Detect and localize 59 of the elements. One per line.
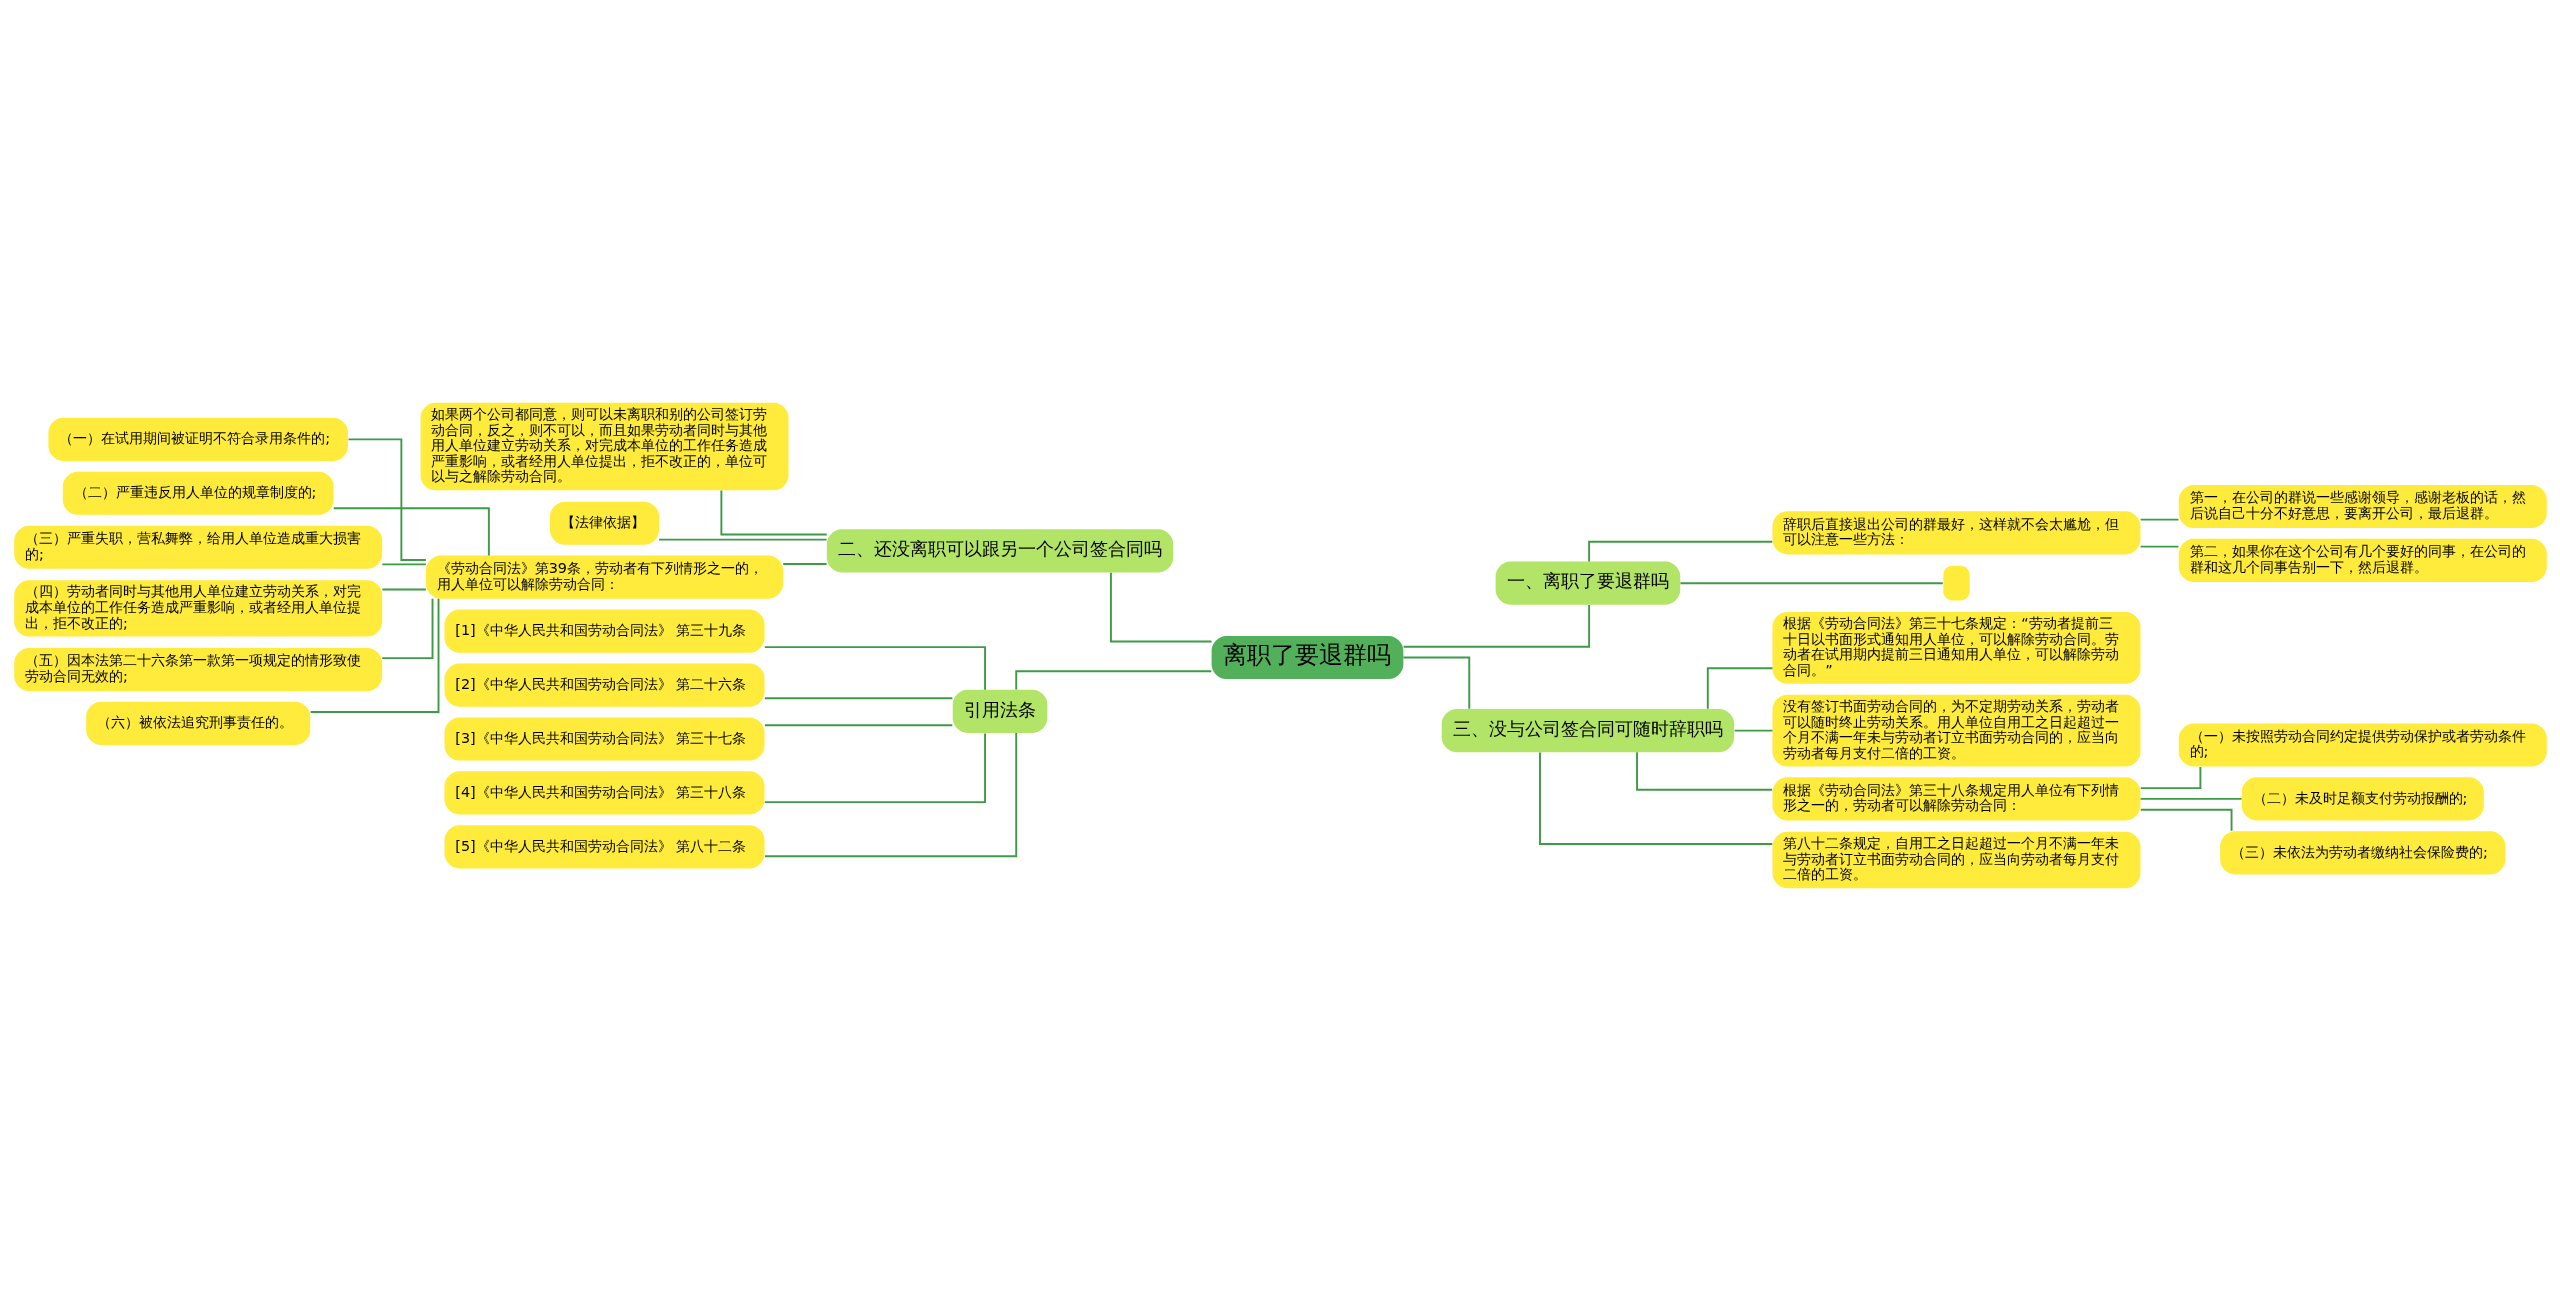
connector xyxy=(2139,518,2179,521)
connector xyxy=(332,506,490,556)
connector xyxy=(1402,656,1470,710)
connector xyxy=(380,588,427,590)
node-box: 引用法条 xyxy=(952,689,1047,733)
node-box: （三）严重失职，营私舞弊，给用人单位造成重大损害的; xyxy=(13,525,382,569)
node-box: 第二，如果你在这个公司有几个要好的同事，在公司的群和这几个同事告别一下，然后退群。 xyxy=(2178,538,2547,582)
node-box: [1]《中华人民共和国劳动合同法》 第三十九条 xyxy=(444,609,765,653)
node-box: 如果两个公司都同意，则可以未离职和别的公司签订劳动合同，反之，则不可以，而且如果劳动者同时与其他用人单位建立劳动关系，对完成本单位的工作任务造成严重影响，或者经用人单位提出，拒不改正的，单位可以与之解除劳动合同。 xyxy=(420,402,788,490)
connector xyxy=(380,562,427,565)
connector xyxy=(763,696,953,699)
connector xyxy=(1635,750,1773,791)
connector xyxy=(2139,797,2242,800)
connector xyxy=(309,597,439,713)
node-box: [4]《中华人民共和国劳动合同法》 第三十八条 xyxy=(444,770,765,814)
connector xyxy=(763,723,953,726)
connector xyxy=(763,731,986,803)
connector xyxy=(781,562,828,565)
connector xyxy=(1109,571,1212,642)
node-box: 根据《劳动合同法》第三十七条规定：“劳动者提前三十日以书面形式通知用人单位，可以解除劳动合同。劳动者在试用期内提前三日通知用人单位，可以解除劳动合同。” xyxy=(1772,611,2140,684)
connector xyxy=(1014,669,1212,690)
connector xyxy=(2139,545,2179,548)
node-box: （二）严重违反用人单位的规章制度的; xyxy=(62,471,334,515)
connector xyxy=(380,597,433,659)
node-box: [3]《中华人民共和国劳动合同法》 第三十七条 xyxy=(444,716,765,761)
node-box: 【法律依据】 xyxy=(549,501,659,545)
node-box: （一）未按照劳动合同约定提供劳动保护或者劳动条件的; xyxy=(2178,722,2547,767)
node-box: 《劳动合同法》第39条，劳动者有下列情形之一的，用人单位可以解除劳动合同： xyxy=(425,555,783,599)
node-box: （六）被依法追究刑事责任的。 xyxy=(85,701,310,745)
connector xyxy=(719,489,828,535)
node-box: 二、还没离职可以跟另一个公司签合同吗 xyxy=(826,528,1173,572)
connector xyxy=(657,538,828,541)
connector xyxy=(763,731,1017,857)
connector xyxy=(1402,603,1590,648)
connector xyxy=(347,437,427,561)
connector xyxy=(1706,666,1773,710)
node-box: 第八十二条规定，自用工之日起超过一个月不满一年未与劳动者订立书面劳动合同的，应当向劳动者每月支付二倍的工资。 xyxy=(1772,831,2140,888)
node-box: （五）因本法第二十六条第一款第一项规定的情形致使劳动合同无效的; xyxy=(13,647,382,691)
node-box: 离职了要退群吗 xyxy=(1211,635,1403,679)
connector xyxy=(1587,540,1773,562)
node-box: [2]《中华人民共和国劳动合同法》 第二十六条 xyxy=(444,663,765,707)
connector xyxy=(763,645,986,691)
connector xyxy=(1679,581,1944,584)
node-box: [5]《中华人民共和国劳动合同法》 第八十二条 xyxy=(444,824,765,868)
node-box: 一、离职了要退群吗 xyxy=(1495,561,1680,605)
node-box: 没有签订书面劳动合同的，为不定期劳动关系，劳动者可以随时终止劳动关系。用人单位自用工之日起超过一个月不满一年未与劳动者订立书面劳动合同的，应当向劳动者每月支付二倍的工资。 xyxy=(1772,694,2140,767)
node-box xyxy=(1942,565,1970,601)
node-box: （一）在试用期间被证明不符合录用条件的; xyxy=(47,417,348,461)
connector xyxy=(1733,729,1773,732)
node-box: （二）未及时足额支付劳动报酬的; xyxy=(2241,776,2484,820)
node-box: （三）未依法为劳动者缴纳社会保险费的; xyxy=(2219,830,2505,874)
connector xyxy=(2139,808,2232,832)
connector xyxy=(2139,765,2201,789)
connector xyxy=(1538,751,1773,845)
node-box: （四）劳动者同时与其他用人单位建立劳动关系，对完成本单位的工作任务造成严重影响，或者经用人单位提出，拒不改正的; xyxy=(13,579,382,636)
node-box: 三、没与公司签合同可随时辞职吗 xyxy=(1441,708,1734,752)
node-box: 第一，在公司的群说一些感谢领导，感谢老板的话，然后说自己十分不好意思，要离开公司，最后退群。 xyxy=(2178,484,2547,528)
node-box: 根据《劳动合同法》第三十八条规定用人单位有下列情形之一的，劳动者可以解除劳动合同： xyxy=(1772,776,2140,820)
node-box: 辞职后直接退出公司的群最好，这样就不会太尴尬，但可以注意一些方法： xyxy=(1772,510,2140,554)
